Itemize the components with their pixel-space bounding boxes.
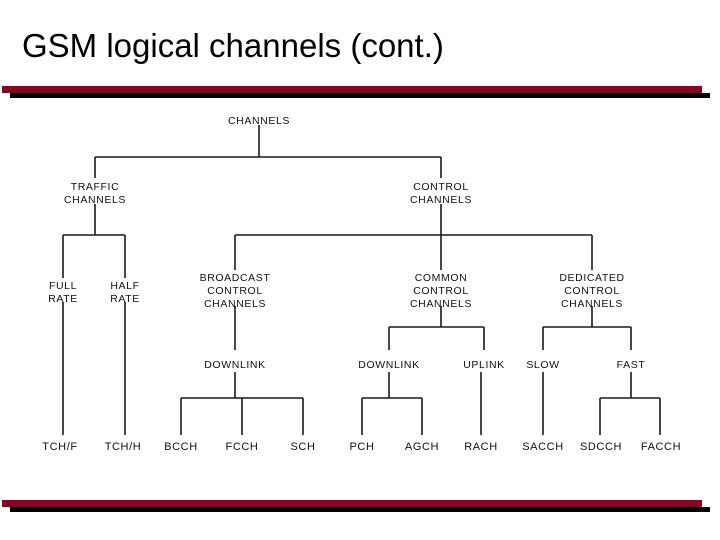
node-control-channels-line-1: CONTROL <box>413 181 469 193</box>
leaf-facch: FACCH <box>641 441 681 453</box>
footer-divider-bottom <box>2 500 710 512</box>
leaf-sdcch: SDCCH <box>580 441 622 453</box>
node-control-channels-line-2: CHANNELS <box>410 194 472 206</box>
node-dcch-fast: FAST <box>617 359 646 371</box>
node-ccch-downlink-label: DOWNLINK <box>358 359 419 371</box>
node-dcch-fast-label: FAST <box>617 359 646 371</box>
node-ccch-uplink: UPLINK <box>463 359 505 371</box>
node-half-rate-line-2: RATE <box>110 293 140 305</box>
leaf-fcch: FCCH <box>226 441 259 453</box>
node-dedicated-control-channels-line-3: CHANNELS <box>561 298 623 310</box>
leaf-sacch: SACCH <box>522 441 564 453</box>
node-traffic-channels-line-2: CHANNELS <box>64 194 126 206</box>
node-half-rate: HALF RATE <box>110 280 140 305</box>
node-dedicated-control-channels-line-1: DEDICATED <box>559 272 624 284</box>
leaf-bcch: BCCH <box>164 441 198 453</box>
node-broadcast-control-channels-line-3: CHANNELS <box>204 298 266 310</box>
node-broadcast-control-channels: BROADCAST CONTROL CHANNELS <box>200 272 271 310</box>
node-ccch-uplink-label: UPLINK <box>463 359 505 371</box>
node-traffic-channels-line-1: TRAFFIC <box>71 181 120 193</box>
divider-bar <box>2 86 702 93</box>
node-broadcast-control-channels-line-2: CONTROL <box>207 285 263 297</box>
node-traffic-channels: TRAFFIC CHANNELS <box>64 181 126 206</box>
node-full-rate: FULL RATE <box>48 280 78 305</box>
node-dedicated-control-channels: DEDICATED CONTROL CHANNELS <box>559 272 624 310</box>
node-bcch-downlink: DOWNLINK <box>204 359 265 371</box>
leaf-tch-f: TCH/F <box>42 441 77 453</box>
leaf-sch: SCH <box>290 441 315 453</box>
leaf-pch: PCH <box>349 441 374 453</box>
node-common-control-channels: COMMON CONTROL CHANNELS <box>410 272 472 310</box>
node-channels-line-1: CHANNELS <box>228 115 290 127</box>
leaf-tch-h: TCH/H <box>105 441 142 453</box>
page-title: GSM logical channels (cont.) <box>22 27 444 64</box>
node-channels: CHANNELS <box>228 115 290 127</box>
node-common-control-channels-line-2: CONTROL <box>413 285 469 297</box>
node-dcch-slow: SLOW <box>526 359 559 371</box>
node-full-rate-line-1: FULL <box>49 280 77 292</box>
node-bcch-downlink-label: DOWNLINK <box>204 359 265 371</box>
node-half-rate-line-1: HALF <box>110 280 139 292</box>
node-common-control-channels-line-1: COMMON <box>415 272 468 284</box>
gsm-channel-tree-diagram: CHANNELS TRAFFIC CHANNELS CONTROL CHANNE… <box>0 100 720 470</box>
node-control-channels: CONTROL CHANNELS <box>410 181 472 206</box>
node-full-rate-line-2: RATE <box>48 293 78 305</box>
leaf-agch: AGCH <box>405 441 439 453</box>
divider-shadow <box>10 93 710 98</box>
node-dcch-slow-label: SLOW <box>526 359 559 371</box>
node-ccch-downlink: DOWNLINK <box>358 359 419 371</box>
title-divider-top <box>2 86 710 98</box>
node-common-control-channels-line-3: CHANNELS <box>410 298 472 310</box>
divider-shadow <box>10 507 710 512</box>
leaf-rach: RACH <box>464 441 498 453</box>
divider-bar <box>2 500 702 507</box>
node-dedicated-control-channels-line-2: CONTROL <box>564 285 620 297</box>
node-broadcast-control-channels-line-1: BROADCAST <box>200 272 271 284</box>
